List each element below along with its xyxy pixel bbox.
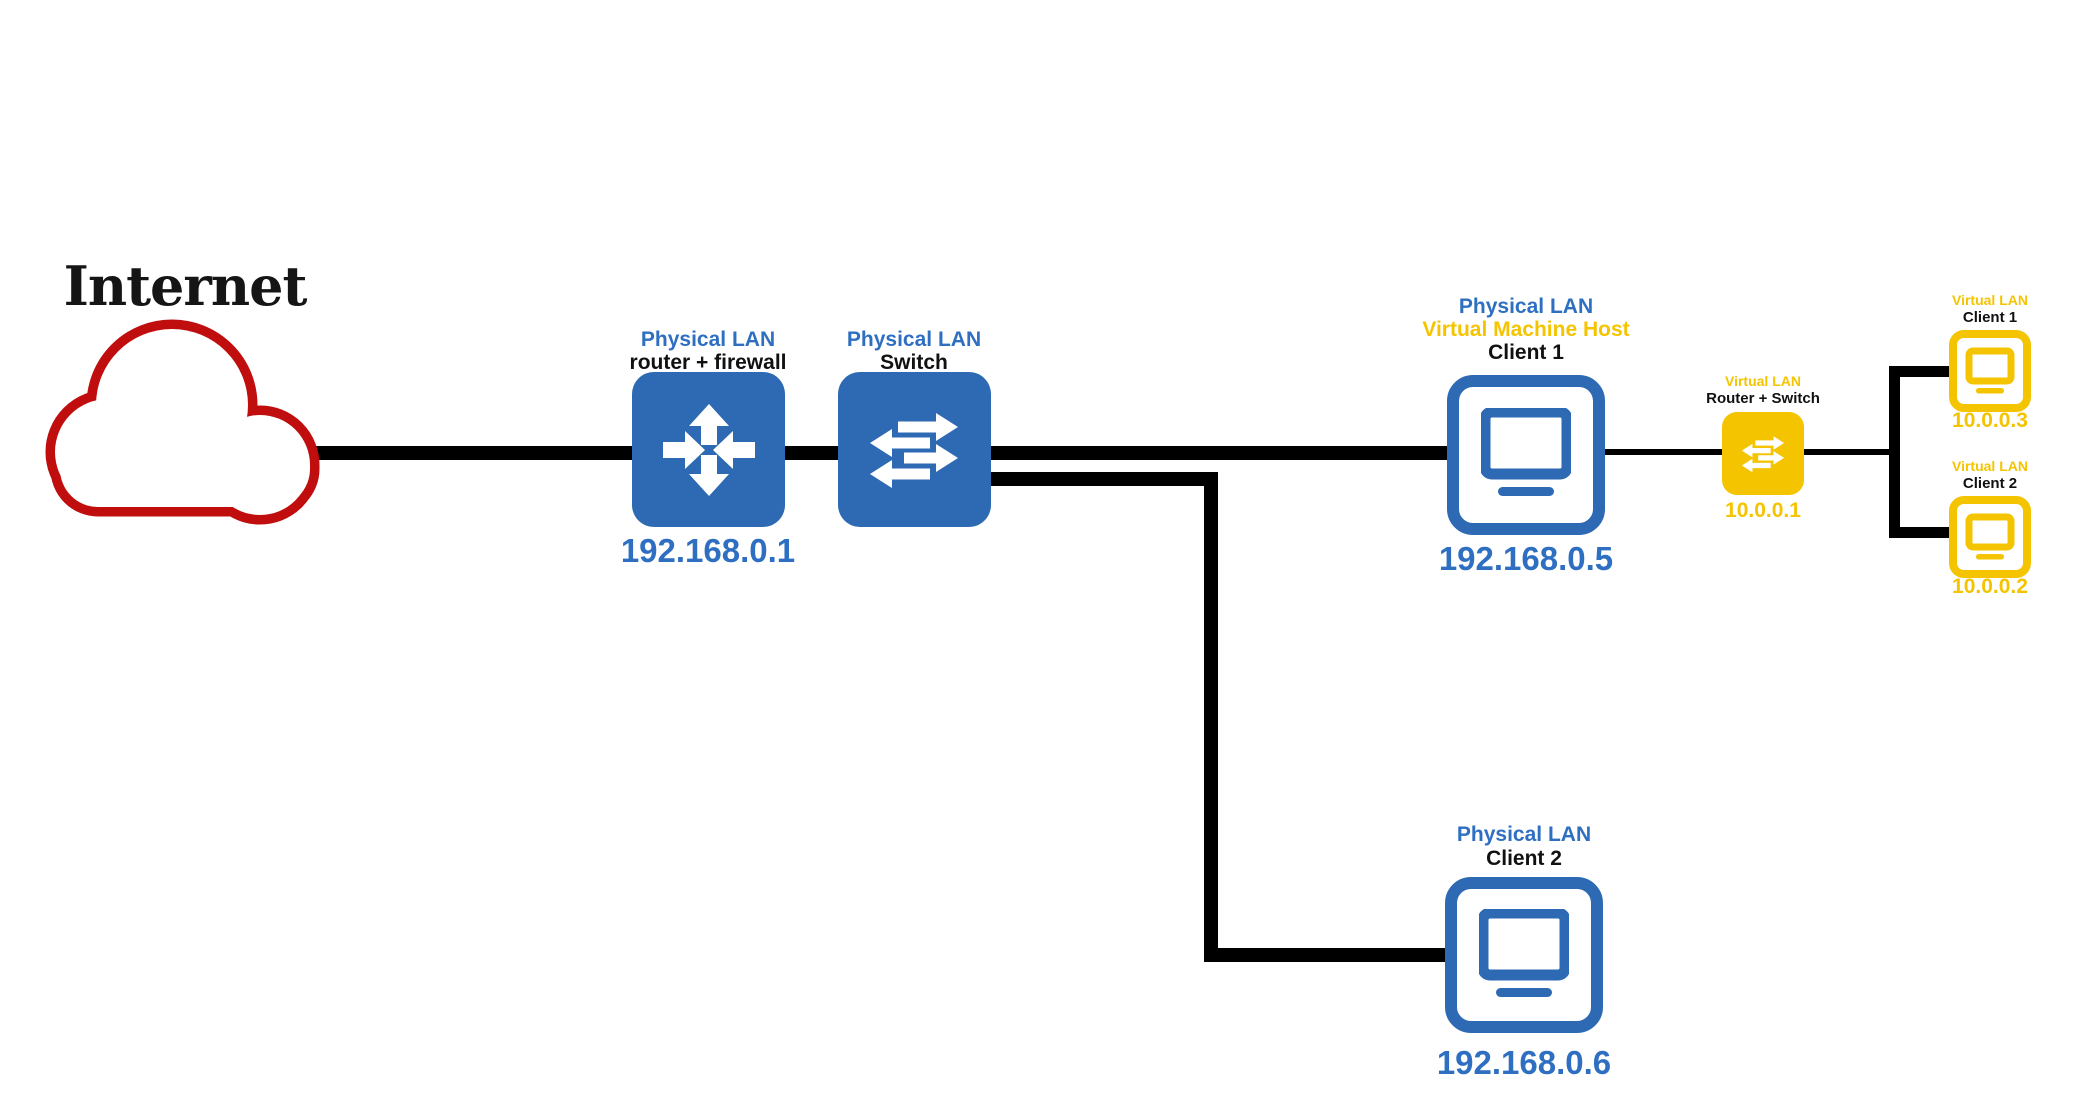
vm-host-client-label: Client 1 bbox=[1488, 341, 1564, 364]
virtual-router-network-label: Virtual LAN bbox=[1725, 373, 1801, 389]
virtual-client2-node bbox=[1949, 496, 2031, 578]
cloud-icon bbox=[45, 319, 320, 525]
virtual-switch-icon bbox=[1741, 436, 1785, 473]
physical-client2-role-label: Client 2 bbox=[1486, 847, 1562, 870]
virtual-client2-ip-label: 10.0.0.2 bbox=[1952, 575, 2028, 598]
virtual-router-ip-label: 10.0.0.1 bbox=[1725, 499, 1801, 522]
vm-host-network-label: Physical LAN bbox=[1458, 295, 1594, 318]
virtual-client1-role-label: Client 1 bbox=[1962, 309, 2018, 326]
connector-virtual-bracket-vertical bbox=[1889, 366, 1900, 538]
vm-host-ip-label: 192.168.0.5 bbox=[1438, 540, 1614, 577]
connector-host-to-virtual-router bbox=[1600, 449, 1728, 455]
virtual-client1-network-label: Virtual LAN bbox=[1952, 292, 2028, 308]
physical-router-node bbox=[632, 372, 785, 527]
router-network-label: Physical LAN bbox=[640, 328, 776, 351]
connector-switch-branch-vertical bbox=[1204, 472, 1218, 962]
virtual-router-node bbox=[1722, 412, 1804, 495]
virtual-client1-node bbox=[1949, 330, 2031, 412]
vm-host-vm-role-label: Virtual Machine Host bbox=[1422, 318, 1630, 341]
router-role-label: router + firewall bbox=[629, 351, 787, 374]
physical-client2-network-label: Physical LAN bbox=[1456, 823, 1592, 846]
physical-client2-node bbox=[1445, 877, 1603, 1033]
virtual-client2-network-label: Virtual LAN bbox=[1952, 458, 2028, 474]
virtual-client2-role-label: Client 2 bbox=[1962, 475, 2018, 492]
connector-virtual-bracket-bottom bbox=[1889, 527, 1953, 538]
connector-virtual-router-to-bracket bbox=[1800, 449, 1896, 455]
connector-branch-to-client2 bbox=[1204, 948, 1454, 962]
vm-host-node bbox=[1447, 375, 1605, 535]
virtual-client2-monitor-icon bbox=[1965, 513, 2015, 560]
router-icon bbox=[663, 404, 755, 496]
connector-switch-branch-horizontal bbox=[988, 472, 1218, 486]
internet-title: Internet bbox=[63, 254, 308, 318]
switch-role-label: Switch bbox=[880, 351, 948, 374]
router-ip-label: 192.168.0.1 bbox=[620, 532, 796, 569]
physical-switch-node bbox=[838, 372, 991, 527]
virtual-client1-ip-label: 10.0.0.3 bbox=[1952, 409, 2028, 432]
switch-network-label: Physical LAN bbox=[846, 328, 982, 351]
virtual-router-role-label: Router + Switch bbox=[1706, 390, 1820, 407]
connector-virtual-bracket-top bbox=[1889, 366, 1953, 377]
switch-icon bbox=[870, 413, 958, 488]
physical-client2-monitor-icon bbox=[1479, 909, 1569, 997]
virtual-client1-monitor-icon bbox=[1965, 347, 2015, 394]
monitor-icon bbox=[1481, 408, 1571, 496]
physical-client2-ip-label: 192.168.0.6 bbox=[1436, 1044, 1612, 1081]
